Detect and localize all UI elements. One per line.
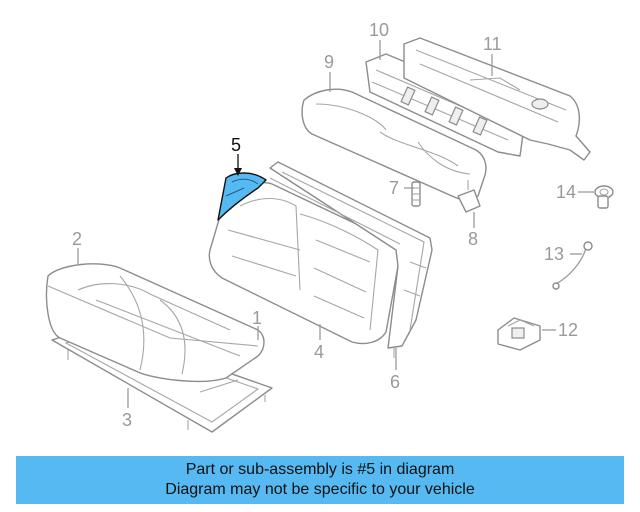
part-12-latch[interactable] [497,317,541,351]
callout-14: 14 [556,182,576,202]
callout-12: 12 [558,320,578,340]
callout-4: 4 [314,342,324,362]
part-6-seatback-frame[interactable] [269,161,433,358]
leader-lines [77,40,594,408]
part-7-bolt[interactable] [411,181,421,207]
callout-1: 1 [252,308,262,328]
callout-7: 7 [389,178,399,198]
callout-5: 5 [231,135,241,155]
part-13-cable[interactable] [552,241,593,290]
banner-line-1: Part or sub-assembly is #5 in diagram [185,461,455,478]
callout-3: 3 [122,410,132,430]
callout-9: 9 [324,52,334,72]
callout-6: 6 [390,372,400,392]
callout-8: 8 [468,229,478,249]
info-banner: Part or sub-assembly is #5 in diagram Di… [16,456,624,504]
callout-10: 10 [369,20,389,40]
part-9-back-trim[interactable] [301,88,487,201]
part-11-package-shelf[interactable] [403,37,591,161]
part-14-grommet[interactable] [594,185,614,209]
callout-13: 13 [544,244,564,264]
part-8-clip[interactable] [457,180,481,213]
callout-labels: 1 2 3 4 5 6 7 8 9 10 11 12 13 14 [72,20,578,430]
callout-11: 11 [483,34,502,54]
part-2-cushion-pad[interactable] [45,263,265,383]
callout-2: 2 [72,229,82,249]
banner-line-2: Diagram may not be specific to your vehi… [165,481,475,498]
part-4-seatback-pad[interactable] [208,182,401,345]
